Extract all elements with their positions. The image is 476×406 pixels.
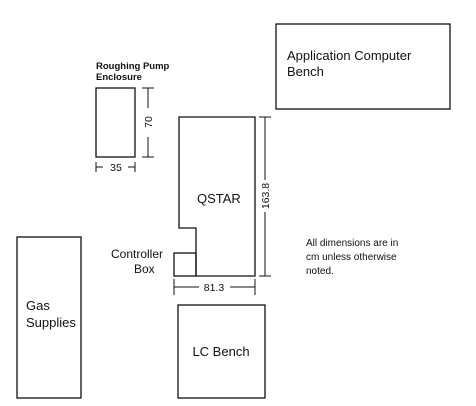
- pump-width-label: 35: [110, 162, 122, 174]
- qstar-width-label: 81.3: [204, 282, 225, 294]
- pump-width-dimension: 35: [95, 162, 136, 174]
- qstar-height-dimension: 163.8: [259, 116, 272, 277]
- application-computer-bench: Application Computer Bench: [275, 23, 451, 110]
- note-line2: cm unless otherwise: [306, 252, 397, 263]
- roughing-pump-label-line2: Enclosure: [96, 72, 142, 83]
- qstar-height-label: 163.8: [260, 183, 272, 209]
- pump-height-dimension: 70: [142, 87, 155, 158]
- lc-bench-box: [177, 304, 266, 399]
- roughing-pump-label-line1: Roughing Pump: [96, 61, 170, 72]
- gas-supplies: Gas Supplies: [16, 236, 82, 399]
- note-line3: noted.: [306, 266, 334, 277]
- controller-label-line2: Box: [134, 262, 155, 276]
- gas-supplies-box: [16, 236, 82, 399]
- gas-supplies-label-line2: Supplies: [26, 315, 76, 330]
- roughing-pump-box: [95, 87, 136, 158]
- application-computer-bench-box: [275, 23, 451, 110]
- qstar-width-dimension: 81.3: [173, 279, 256, 295]
- controller-box: Controller Box: [111, 247, 197, 277]
- application-bench-label-line2: Bench: [287, 64, 324, 79]
- pump-height-label: 70: [143, 116, 155, 128]
- lc-bench: LC Bench: [177, 304, 266, 399]
- dimensions-note: All dimensions are in cm unless otherwis…: [306, 238, 398, 277]
- gas-supplies-label-line1: Gas: [26, 298, 50, 313]
- qstar-label: QSTAR: [197, 191, 241, 206]
- roughing-pump-enclosure: Roughing Pump Enclosure: [95, 61, 170, 158]
- qstar-unit: QSTAR: [178, 116, 256, 277]
- note-line1: All dimensions are in: [306, 238, 398, 249]
- controller-box-rect: [173, 252, 197, 277]
- lc-bench-label: LC Bench: [192, 344, 249, 359]
- controller-label-line1: Controller: [111, 247, 163, 261]
- application-bench-label-line1: Application Computer: [287, 48, 412, 63]
